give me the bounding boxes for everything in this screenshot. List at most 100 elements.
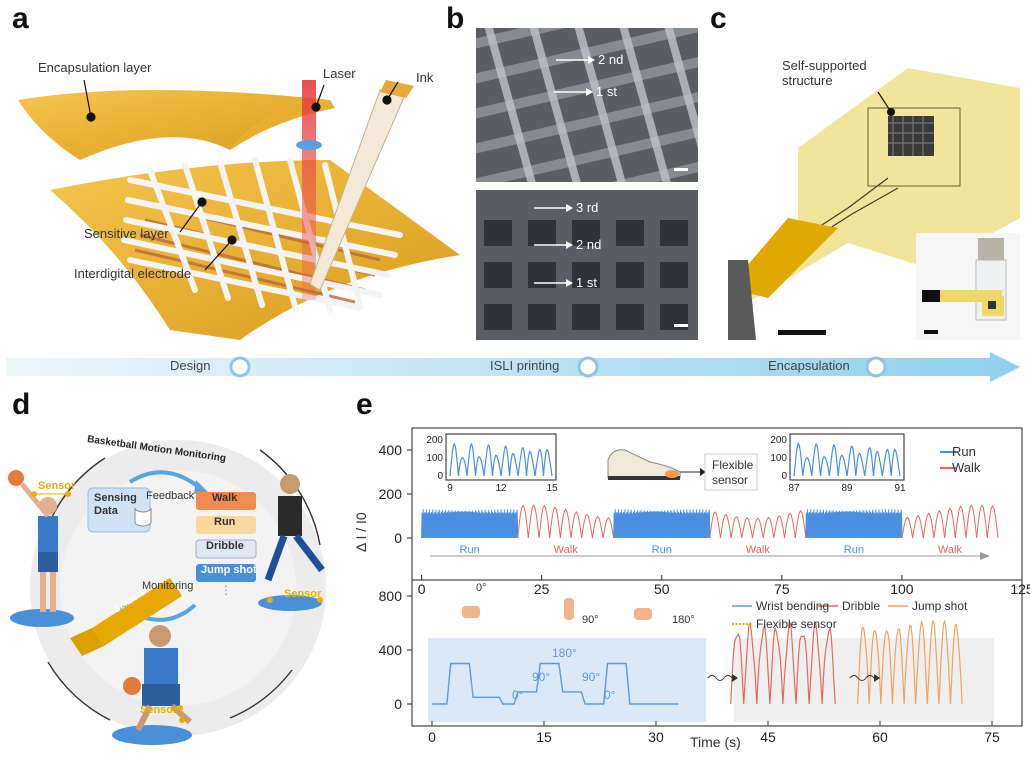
device-photo: Self-supported structure [728,28,1020,340]
printed-mesh [121,157,403,313]
bottom-xtick-label: 30 [648,729,664,745]
bottom-ytick-label: 800 [379,588,403,604]
activity-jumpshot-label: Jump shot [201,564,257,576]
wrist-bending-icons [462,598,652,620]
inset-ytick-label: 200 [426,435,443,446]
jump-shot-trace [857,619,963,705]
encapsulation-label: Encapsulation layer [38,60,152,75]
activity-dribble-label: Dribble [206,540,244,552]
wave-label-0a: 0° [512,688,524,702]
tweezer [728,260,756,340]
top-xtick-label: 75 [774,581,790,597]
top-ytick-label: 200 [379,486,403,502]
wave-label-0b: 0° [604,688,616,702]
segment-label: Run [844,544,864,556]
sensing-data-label: Sensing Data [94,492,137,517]
walk-trace-segment [709,509,807,539]
bottom-axes-frame [411,579,1023,727]
ink-label: Ink [416,70,434,85]
sensitive-layer-label: Sensitive layer [84,226,169,241]
panel-label-c: c [710,2,727,35]
panel-label-d: d [12,388,31,421]
timeline-step-printing: ISLI printing [490,358,560,373]
bottom-xtick-label: 15 [536,729,552,745]
inset-ytick-label: 200 [770,435,787,446]
angle-label-90: 90° [582,614,599,626]
layer-label-1st: 1 st [596,84,617,99]
run-trace-segment [613,509,711,539]
wrist-bending-trace [432,662,679,705]
activity-walk-label: Walk [212,492,238,504]
device-schematic [18,79,460,340]
wave-label-180: 180° [552,646,577,660]
layer-label-1st-b: 1 st [576,275,597,290]
inset-ytick-label: 100 [426,453,443,464]
sem-image-two-layer: 2 nd 1 st [476,28,698,182]
laser-beam [302,80,316,300]
legend-wrist-label: Wrist bending [756,599,830,613]
top-xtick-label: 25 [534,581,550,597]
segment-label: Walk [554,544,579,556]
inset-ytick-label: 100 [770,453,787,464]
inset-ytick-label: 0 [781,471,787,482]
shoe-illustration [607,449,758,491]
run-trace-segment [805,509,903,539]
bottom-xtick-label: 75 [984,729,1000,745]
inset-xtick-label: 91 [894,483,906,494]
top-xtick-label: 50 [654,581,670,597]
activity-run-label: Run [214,516,236,528]
activity-run [196,516,256,534]
timeline-step-encapsulation: Encapsulation [768,358,850,373]
bottom-ytick-label: 0 [394,696,402,712]
top-ytick-label: 0 [394,530,402,546]
player-dribbler [112,625,192,745]
interdigital-label: Interdigital electrode [74,266,192,281]
timeline-node-printing [577,356,599,378]
y-axis-label: Δ I / I0 [353,512,369,552]
timeline-node-design [229,356,251,378]
panel-label-e: e [356,388,373,421]
run-trace-segment [421,509,519,539]
activity-dribble [195,539,257,559]
legend-flexsensor-label: Flexible sensor [756,617,837,631]
layer-label-3rd: 3 rd [576,200,599,215]
player-shooter [8,470,74,627]
legend-run-label: Run [952,444,976,459]
timeline-node-encapsulation [865,356,887,378]
x-axis-label: Time (s) [690,734,741,750]
encapsulation-layer [18,90,330,160]
top-ytick-label: 400 [379,442,403,458]
sensor-tag-runner: Sensor [284,588,322,600]
sensor-tag-shooter: Sensor [38,480,76,492]
angle-label-180: 180° [672,614,695,626]
flexible-sensor-label: Flexible sensor [712,458,754,487]
segment-label: Run [460,544,480,556]
layer-label-2nd-b: 2 nd [576,237,602,252]
process-timeline [6,352,1020,382]
wave-label-90a: 90° [532,670,551,684]
bottom-ytick-label: 400 [379,642,403,658]
segment-label: Run [652,544,672,556]
bottom-xtick-label: 60 [872,729,888,745]
segment-label: Walk [746,544,771,556]
feedback-label: Feedback [146,490,195,502]
walk-trace-segment [517,503,615,539]
layer-label-2nd: 2 nd [598,52,624,67]
wave-label-90b: 90° [582,670,601,684]
activity-walk [196,492,256,510]
dribble-trace [730,621,836,705]
monitoring-label: Monitoring [142,580,194,592]
bottom-xtick-label: 45 [760,729,776,745]
angle-label-0: 0° [476,582,487,594]
timeline-step-design: Design [170,358,211,373]
self-supported-array [888,116,934,156]
panel-label-b: b [446,2,465,35]
inset-xtick-label: 9 [447,483,453,494]
sem-image-three-layer: 3 rd 2 nd 1 st [476,190,698,340]
inset-xtick-label: 12 [495,483,507,494]
panel-label-a: a [12,2,29,35]
inset-xtick-label: 15 [546,483,558,494]
basketball-diagram: ⋮ [8,440,326,745]
legend-walk-label: Walk [952,460,981,475]
